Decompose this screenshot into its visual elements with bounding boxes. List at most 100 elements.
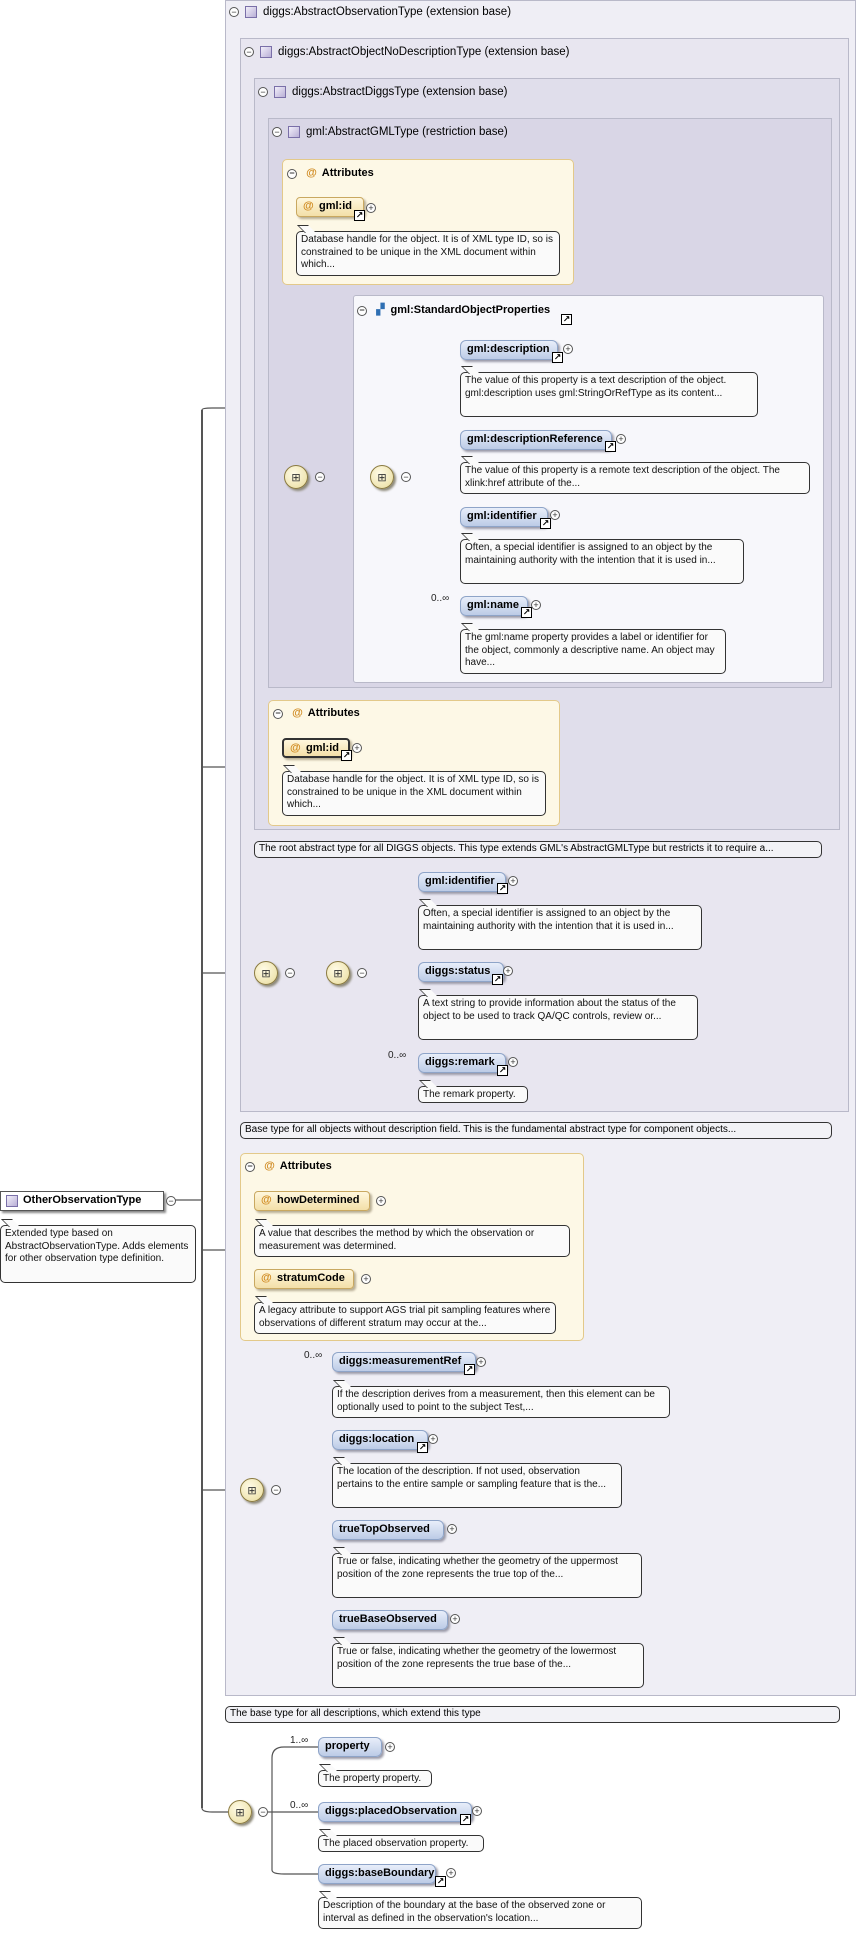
complex-type-icon — [245, 6, 257, 18]
root-element-name: OtherObservationType — [23, 1194, 142, 1206]
collapse-icon[interactable]: − — [315, 472, 325, 482]
sequence-icon[interactable]: ⊞ — [284, 465, 308, 489]
true-top-observed-element[interactable]: trueTopObserved — [332, 1520, 444, 1540]
base-boundary-element[interactable]: diggs:baseBoundary — [318, 1864, 436, 1884]
expand-icon[interactable]: + — [531, 600, 541, 610]
how-determined-label: howDetermined — [277, 1194, 360, 1206]
gml-name-cardinality: 0..∞ — [431, 593, 450, 604]
collapse-icon[interactable]: − — [271, 1485, 281, 1495]
abstract-object-no-description-header: − diggs:AbstractObjectNoDescriptionType … — [244, 46, 569, 58]
collapse-icon[interactable]: − — [229, 7, 239, 17]
sequence-icon[interactable]: ⊞ — [326, 961, 350, 985]
collapse-icon[interactable]: − — [273, 708, 283, 719]
link-icon[interactable]: ↗ — [460, 1814, 471, 1825]
gml-description-reference-element[interactable]: gml:descriptionReference — [460, 430, 612, 450]
how-determined-attribute[interactable]: @ howDetermined — [254, 1191, 370, 1211]
link-icon[interactable]: ↗ — [605, 441, 616, 452]
attribute-icon: @ — [303, 200, 314, 212]
collapse-icon[interactable]: − — [258, 87, 268, 97]
group-icon: ▞ — [376, 304, 385, 316]
attribute-icon: @ — [261, 1194, 272, 1206]
diggs-remark-desc: The remark property. — [418, 1086, 528, 1103]
stratum-code-label: stratumCode — [277, 1272, 345, 1284]
gml-id-attribute[interactable]: @gml:id — [296, 197, 364, 217]
link-icon[interactable]: ↗ — [354, 210, 365, 221]
collapse-icon[interactable]: − — [285, 968, 295, 978]
collapse-icon[interactable]: − — [245, 1161, 255, 1172]
gml-identifier-element[interactable]: gml:identifier — [460, 507, 548, 527]
collapse-icon[interactable]: − — [166, 1196, 176, 1206]
link-icon[interactable]: ↗ — [464, 1364, 475, 1375]
placed-observation-element[interactable]: diggs:placedObservation — [318, 1802, 472, 1822]
collapse-icon[interactable]: − — [244, 47, 254, 57]
diggs-gml-id-attribute[interactable]: @ gml:id — [282, 738, 350, 758]
expand-icon[interactable]: + — [447, 1524, 457, 1534]
diggs-status-element[interactable]: diggs:status — [418, 962, 504, 982]
standard-object-properties-title: gml:StandardObjectProperties — [390, 304, 551, 316]
expand-icon[interactable]: + — [446, 1868, 456, 1878]
how-determined-desc: A value that describes the method by whi… — [254, 1225, 570, 1257]
property-element[interactable]: property — [318, 1737, 382, 1757]
true-base-observed-element[interactable]: trueBaseObserved — [332, 1610, 448, 1630]
collapse-icon[interactable]: − — [401, 472, 411, 482]
diggs-gml-id-label: gml:id — [306, 742, 339, 754]
collapse-icon[interactable]: − — [272, 127, 282, 137]
collapse-icon[interactable]: − — [357, 305, 367, 316]
link-icon[interactable]: ↗ — [497, 1065, 508, 1076]
property-desc: The property property. — [318, 1770, 432, 1787]
diggs-remark-element[interactable]: diggs:remark — [418, 1053, 506, 1073]
expand-icon[interactable]: + — [472, 1806, 482, 1816]
expand-icon[interactable]: + — [352, 743, 362, 753]
stratum-code-attribute[interactable]: @stratumCode — [254, 1269, 354, 1289]
gml-description-element[interactable]: gml:description — [460, 340, 558, 360]
gml-name-element[interactable]: gml:name — [460, 596, 528, 616]
sequence-icon[interactable]: ⊞ — [240, 1478, 264, 1502]
expand-icon[interactable]: + — [508, 876, 518, 886]
link-icon[interactable]: ↗ — [497, 883, 508, 894]
link-icon[interactable]: ↗ — [435, 1876, 446, 1887]
expand-icon[interactable]: + — [616, 434, 626, 444]
nodesc-gml-identifier-element[interactable]: gml:identifier — [418, 872, 506, 892]
diggs-remark-cardinality: 0..∞ — [388, 1050, 407, 1061]
true-base-observed-desc: True or false, indicating whether the ge… — [332, 1643, 644, 1688]
gml-description-desc: The value of this property is a text des… — [460, 372, 758, 417]
gml-attributes-title: Attributes — [321, 167, 374, 179]
true-top-observed-desc: True or false, indicating whether the ge… — [332, 1553, 642, 1598]
link-icon[interactable]: ↗ — [561, 314, 572, 325]
abstract-observation-type-header: − diggs:AbstractObservationType (extensi… — [229, 6, 511, 18]
expand-icon[interactable]: + — [503, 966, 513, 976]
complex-type-icon — [288, 126, 300, 138]
expand-icon[interactable]: + — [563, 344, 573, 354]
measurement-ref-cardinality: 0..∞ — [304, 1350, 323, 1361]
collapse-icon[interactable]: − — [258, 1807, 268, 1817]
nodesc-type-description: Base type for all objects without descri… — [240, 1122, 832, 1139]
location-element[interactable]: diggs:location — [332, 1430, 428, 1450]
expand-icon[interactable]: + — [508, 1057, 518, 1067]
link-icon[interactable]: ↗ — [492, 974, 503, 985]
sequence-icon[interactable]: ⊞ — [254, 961, 278, 985]
expand-icon[interactable]: + — [385, 1742, 395, 1752]
expand-icon[interactable]: + — [476, 1357, 486, 1367]
attribute-icon: @ — [290, 742, 301, 754]
collapse-icon[interactable]: − — [287, 168, 297, 179]
root-element[interactable]: OtherObservationType — [0, 1191, 164, 1211]
attribute-icon: @ — [306, 167, 317, 179]
link-icon[interactable]: ↗ — [341, 750, 352, 761]
expand-icon[interactable]: + — [366, 203, 376, 213]
link-icon[interactable]: ↗ — [521, 607, 532, 618]
collapse-icon[interactable]: − — [357, 968, 367, 978]
expand-icon[interactable]: + — [376, 1196, 386, 1206]
sequence-icon[interactable]: ⊞ — [370, 465, 394, 489]
diggs-attributes-title: Attributes — [307, 707, 360, 719]
expand-icon[interactable]: + — [450, 1614, 460, 1624]
expand-icon[interactable]: + — [428, 1434, 438, 1444]
link-icon[interactable]: ↗ — [417, 1442, 428, 1453]
root-description: Extended type based on AbstractObservati… — [0, 1225, 196, 1283]
expand-icon[interactable]: + — [361, 1274, 371, 1284]
measurement-ref-element[interactable]: diggs:measurementRef — [332, 1352, 476, 1372]
link-icon[interactable]: ↗ — [552, 352, 563, 363]
sequence-icon[interactable]: ⊞ — [228, 1800, 252, 1824]
link-icon[interactable]: ↗ — [540, 518, 551, 529]
base-boundary-desc: Description of the boundary at the base … — [318, 1897, 642, 1929]
expand-icon[interactable]: + — [550, 510, 560, 520]
